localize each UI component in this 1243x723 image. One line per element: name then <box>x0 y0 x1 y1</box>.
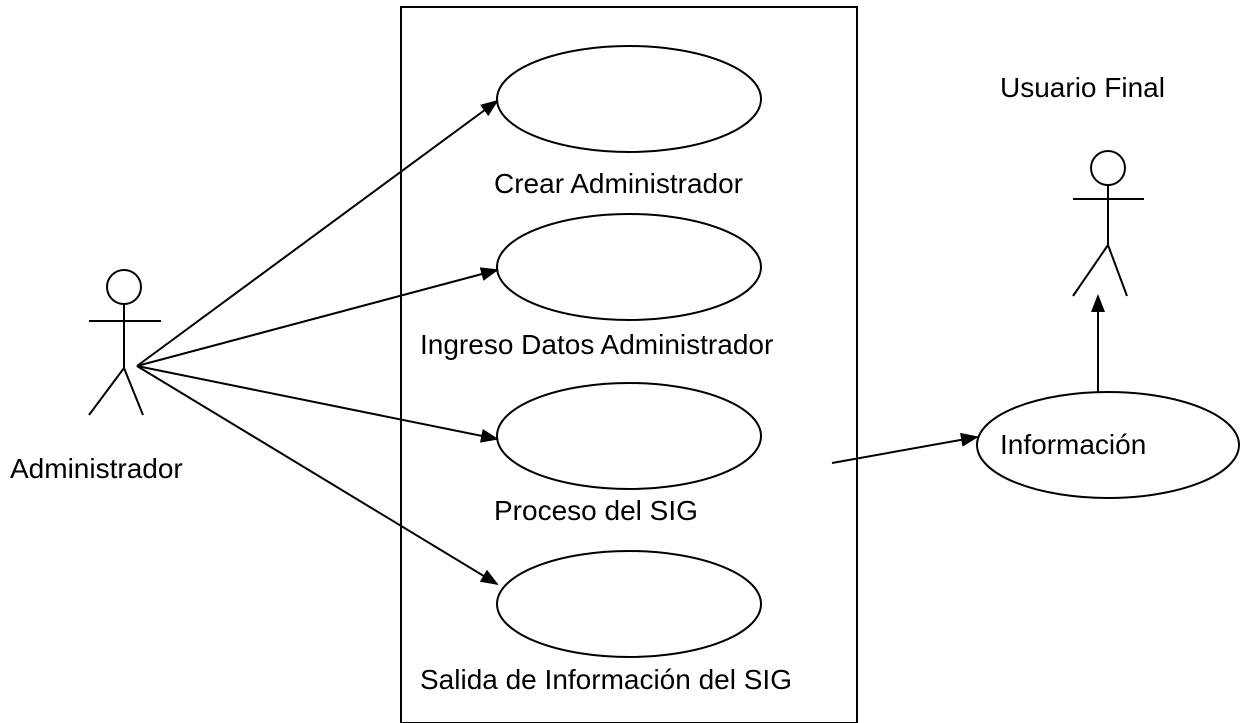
use-case-salida-de-informacion <box>496 550 762 658</box>
use-case-crear-administrador <box>496 45 762 153</box>
use-case-label-salida-de-informacion: Salida de Información del SIG <box>420 664 792 695</box>
actor-usuario-final-right-leg <box>1107 244 1128 297</box>
actor-usuario-final <box>1072 150 1144 297</box>
actor-administrador-head <box>106 269 142 305</box>
actor-administrador <box>88 269 161 416</box>
use-case-label-ingreso-datos-administrador: Ingreso Datos Administrador <box>420 329 773 360</box>
actor-administrador-left-leg <box>88 367 125 416</box>
association-to-salida-de-informacion <box>136 365 499 586</box>
actor-usuario-final-label: Usuario Final <box>1000 72 1165 103</box>
association-to-ingreso-datos-administrador <box>136 267 499 367</box>
use-case-label-informacion: Información <box>1000 429 1146 460</box>
actor-administrador-label: Administrador <box>10 453 183 484</box>
actor-usuario-final-head <box>1090 150 1126 186</box>
use-case-proceso-del-sig <box>496 382 762 490</box>
use-case-label-crear-administrador: Crear Administrador <box>494 168 743 199</box>
use-case-label-proceso-del-sig: Proceso del SIG <box>494 495 698 526</box>
actor-administrador-right-leg <box>123 367 144 416</box>
association-to-proceso-del-sig <box>136 365 499 443</box>
association-to-crear-administrador <box>136 99 499 367</box>
use-case-ingreso-datos-administrador <box>496 213 762 321</box>
system-boundary <box>400 6 858 723</box>
association-to-informacion <box>831 432 979 464</box>
actor-usuario-final-left-leg <box>1072 244 1109 297</box>
